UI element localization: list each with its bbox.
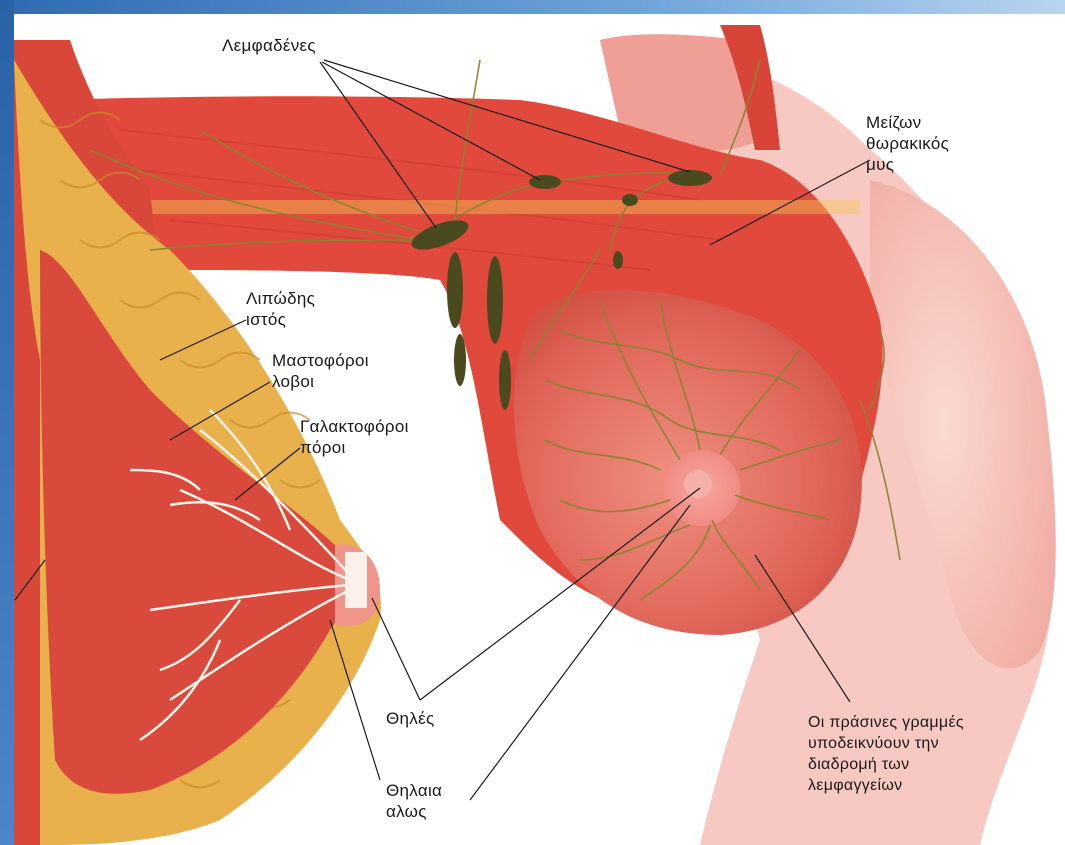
frame-top bbox=[0, 0, 1065, 14]
label-lymph-note: Οι πράσινες γραμμές υποδεικνύουν την δια… bbox=[808, 712, 964, 796]
light-streak bbox=[60, 200, 860, 214]
frame-left bbox=[0, 0, 14, 845]
label-lobes: Μαστοφόροι λοβοι bbox=[272, 350, 369, 392]
label-areola: Θηλαια αλως bbox=[386, 780, 442, 822]
label-pectoralis-major: Μείζων θωρακικός μυς bbox=[866, 112, 949, 175]
label-fatty-tissue: Λιπώδης ιστός bbox=[246, 288, 315, 330]
label-lymph-nodes: Λεμφαδένες bbox=[222, 35, 316, 56]
nipple bbox=[684, 470, 712, 498]
label-ducts: Γαλακτοφόροι πόροι bbox=[300, 416, 409, 458]
label-nipple: Θηλές bbox=[386, 708, 434, 729]
